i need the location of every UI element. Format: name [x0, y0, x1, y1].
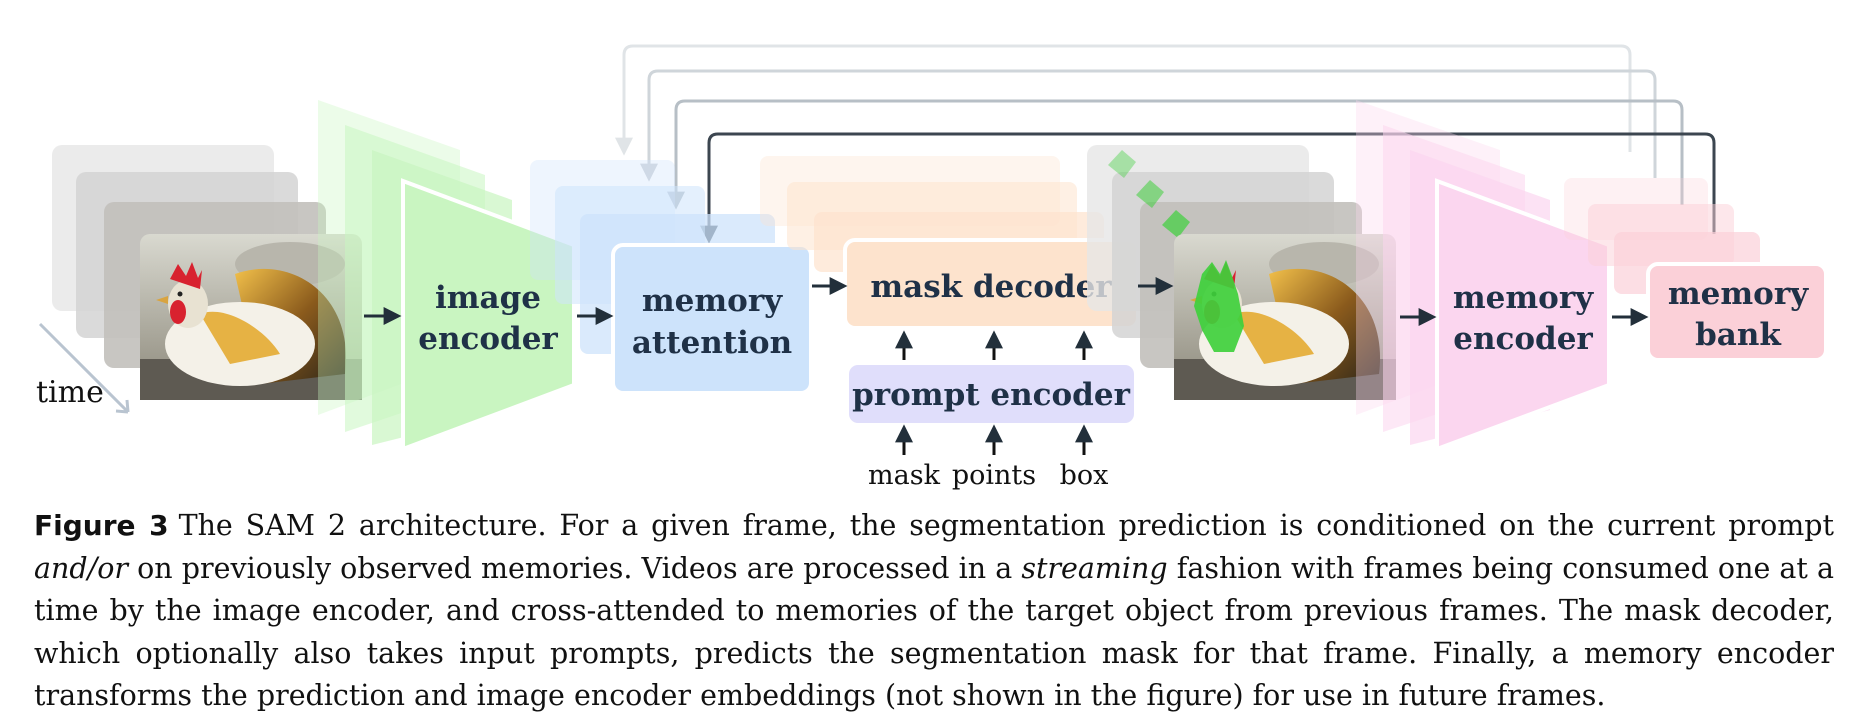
- prompt-input-box: box: [1060, 460, 1109, 491]
- main-flow-arrows: [364, 277, 1649, 326]
- caption-text-2: on previously observed memories. Videos …: [127, 551, 1022, 585]
- prompt-input-points: points: [952, 460, 1036, 491]
- image-encoder-label-line2: encoder: [418, 321, 558, 357]
- memory-bank: memory bank: [1564, 178, 1828, 362]
- figure-label: Figure 3: [34, 509, 169, 542]
- prompt-arrows: [895, 330, 1093, 455]
- memory-encoder-label-line2: encoder: [1453, 321, 1593, 357]
- memory-feedback-arrows: [615, 44, 1716, 244]
- prompt-encoder: prompt encoder: [849, 365, 1134, 423]
- caption-emphasis-and-or: and/or: [34, 551, 128, 585]
- caption-text-1: The SAM 2 architecture. For a given fram…: [178, 509, 1834, 542]
- caption-text-3: fashion with frames being consumed one a…: [34, 551, 1834, 713]
- image-encoder-label-line1: image: [435, 280, 541, 316]
- memory-attention-label-line1: memory: [642, 283, 783, 319]
- prompt-encoder-label: prompt encoder: [852, 377, 1130, 413]
- mask-decoder: mask decoder: [760, 156, 1140, 330]
- memory-bank-label-line2: bank: [1695, 317, 1782, 353]
- input-frame-stack: [52, 145, 362, 400]
- memory-encoder-label-line1: memory: [1453, 280, 1594, 316]
- image-encoder: image encoder: [318, 100, 576, 452]
- sam2-architecture-diagram: time image encoder memory attention mask…: [36, 44, 1828, 491]
- predicted-mask-frame-image: [1174, 234, 1396, 400]
- time-label: time: [36, 375, 104, 410]
- memory-encoder: memory encoder: [1356, 100, 1611, 452]
- output-frame-stack: [1087, 145, 1396, 400]
- memory-attention-label-line2: attention: [632, 325, 792, 361]
- figure-caption: Figure 3 The SAM 2 architecture. For a gi…: [34, 505, 1834, 718]
- mask-decoder-label: mask decoder: [870, 269, 1112, 305]
- caption-emphasis-streaming: streaming: [1021, 551, 1168, 585]
- memory-bank-label-line1: memory: [1668, 276, 1809, 312]
- prompt-input-mask: mask: [868, 460, 941, 491]
- time-axis: time: [36, 322, 130, 414]
- memory-attention: memory attention: [530, 160, 813, 395]
